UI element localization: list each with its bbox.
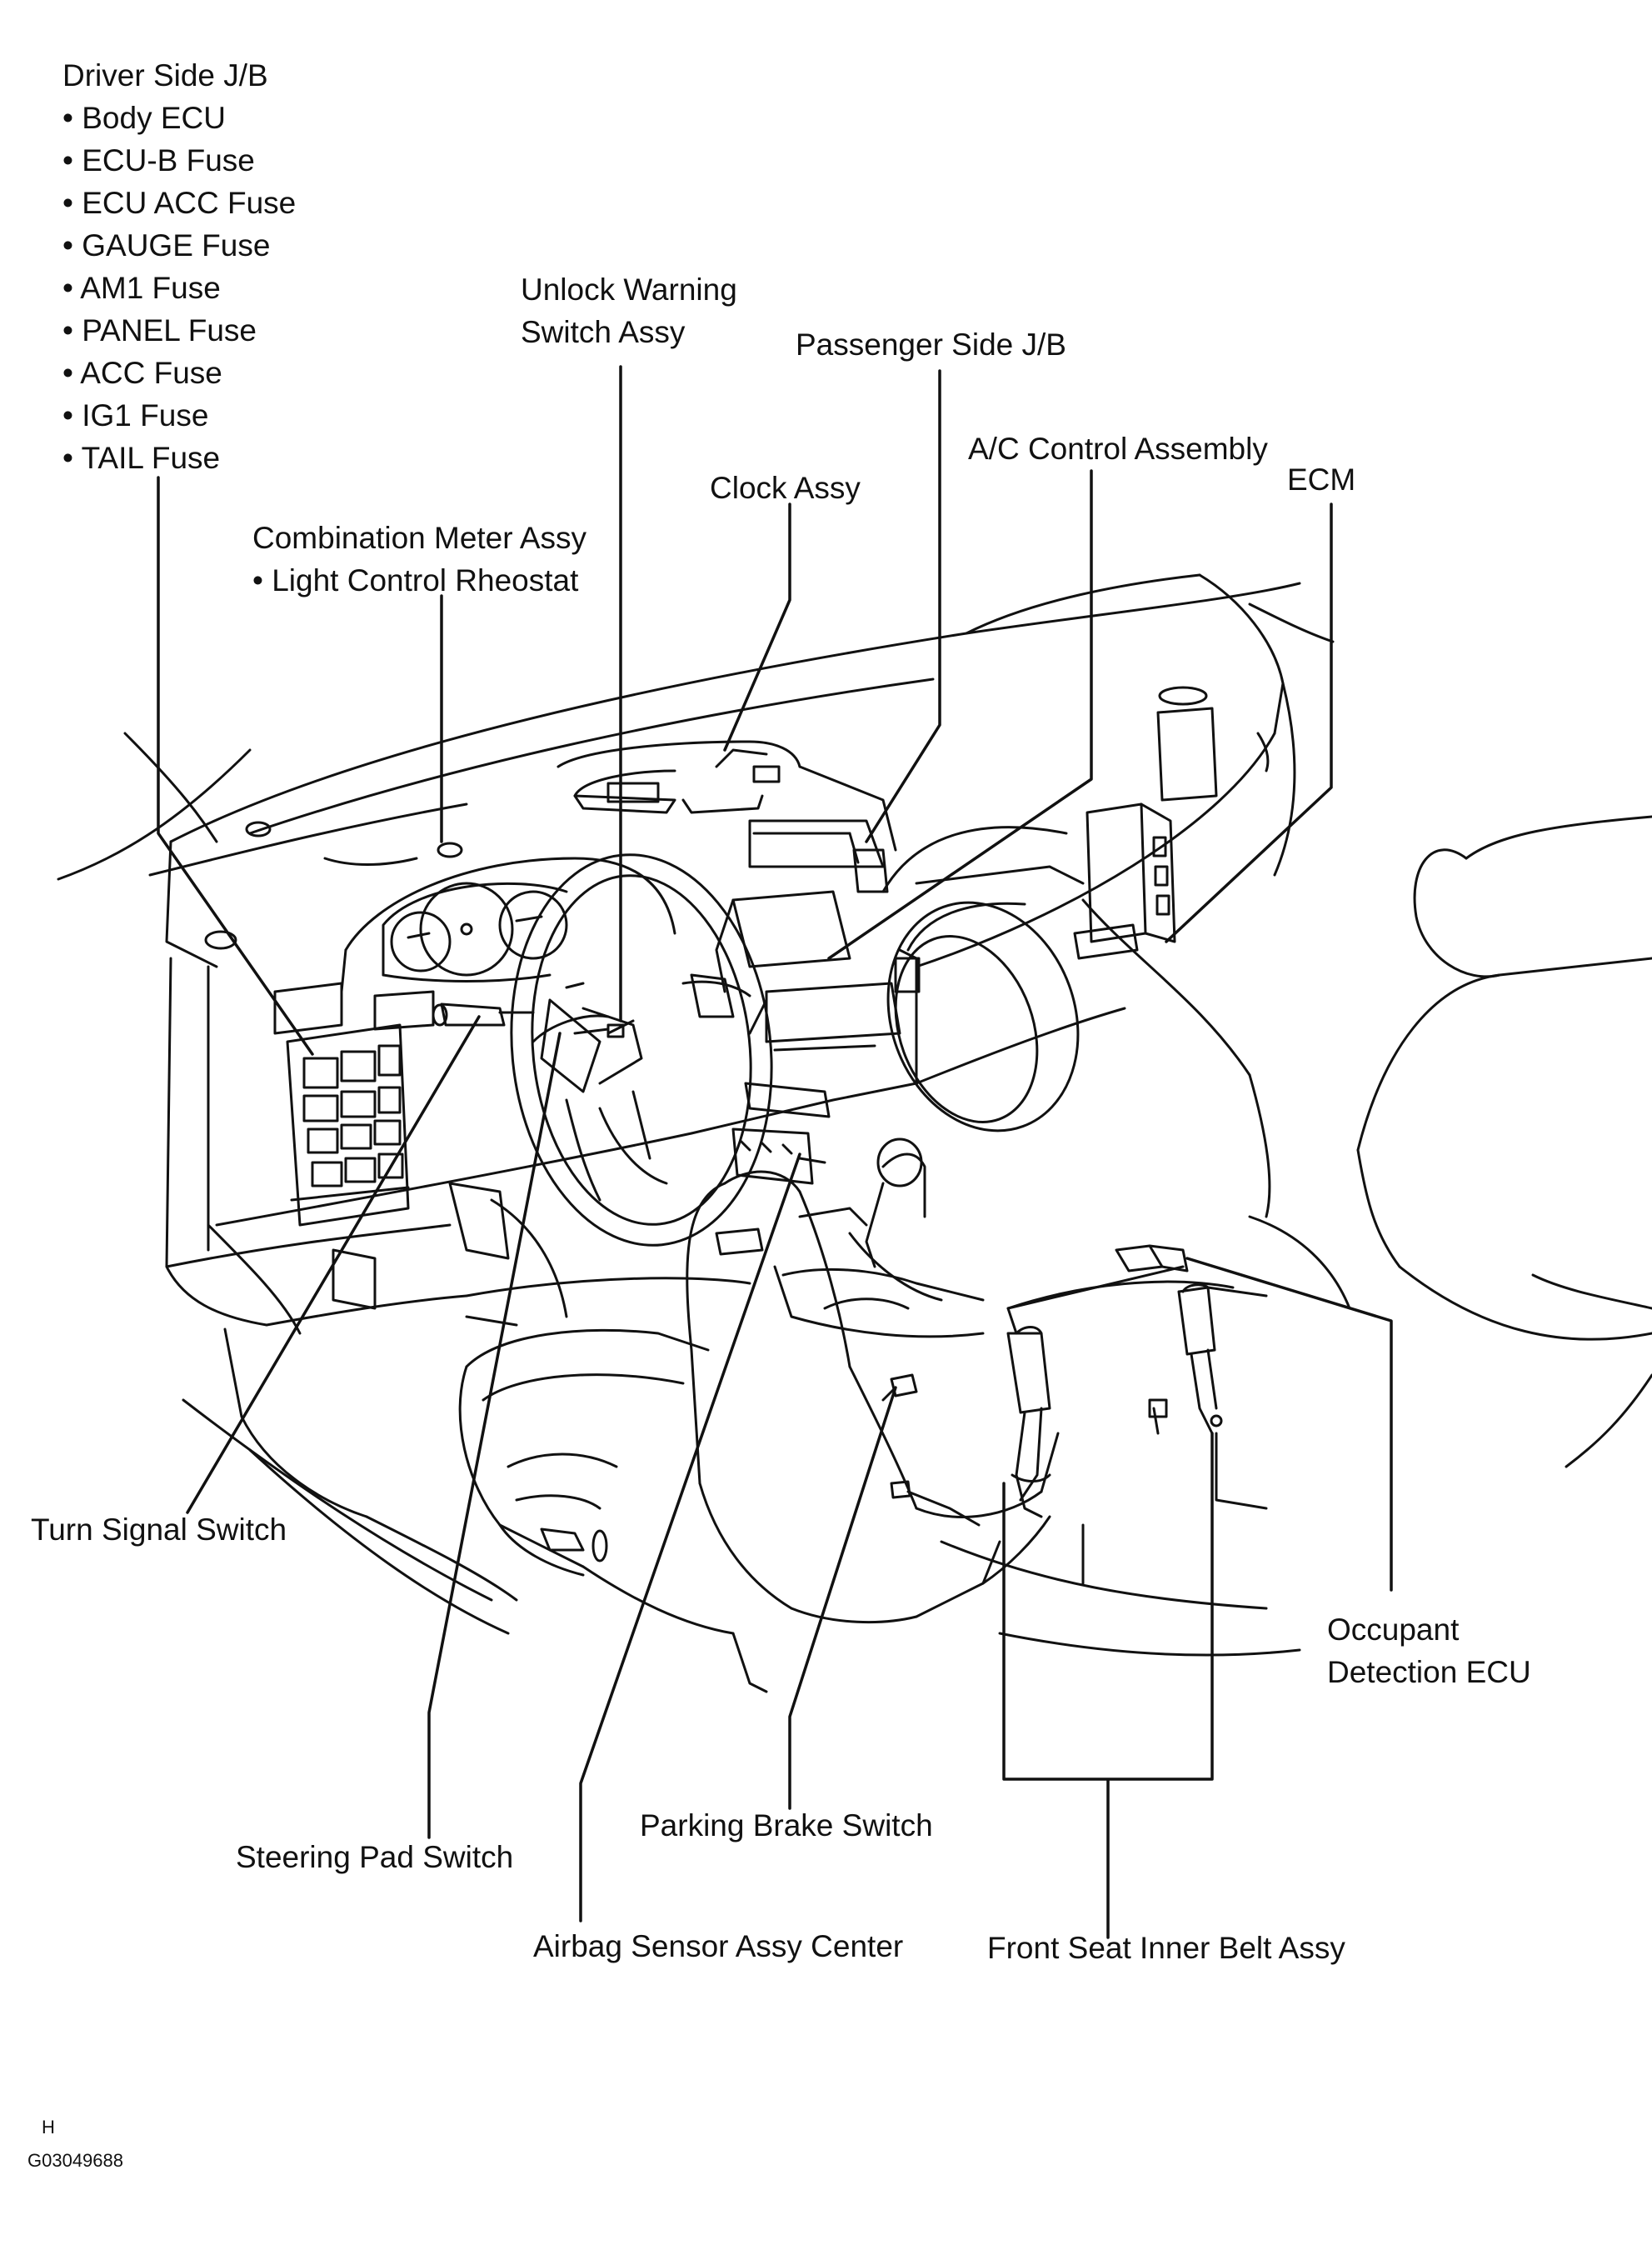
- floor-sill-drawing: [182, 1398, 1301, 1657]
- driver-jb-item: • PANEL Fuse: [62, 313, 257, 348]
- combination-meter-line1: Combination Meter Assy: [252, 521, 587, 555]
- driver-jb-item: • ECU-B Fuse: [62, 143, 255, 178]
- driver-jb-drawing: [286, 1023, 410, 1227]
- unlock-warning-label: Unlock Warning Switch Assy: [521, 268, 737, 353]
- leader-passenger-jb: [865, 369, 941, 843]
- unlock-warning-line2: Switch Assy: [521, 315, 686, 349]
- front-seat-belt-label: Front Seat Inner Belt Assy: [987, 1931, 1345, 1965]
- airbag-sensor-label: Airbag Sensor Assy Center: [533, 1929, 904, 1963]
- steering-wheel-drawing: [510, 853, 773, 1247]
- leader-front-seat-belt: [1002, 1432, 1214, 1939]
- center-console-drawing: [715, 1138, 985, 1338]
- driver-jb-item: • ECU ACC Fuse: [62, 186, 297, 220]
- figure-code: H: [42, 2117, 55, 2138]
- leader-turn-signal: [186, 1015, 481, 1514]
- leader-occupant-ecu: [1185, 1257, 1393, 1592]
- steering-pad-label: Steering Pad Switch: [236, 1840, 514, 1874]
- seat-belt-drawing: [1006, 1283, 1223, 1518]
- leader-steering-pad: [427, 1032, 561, 1839]
- parking-brake-label: Parking Brake Switch: [640, 1808, 933, 1842]
- combination-meter-drawing: [273, 842, 676, 1035]
- combination-meter-line2: • Light Control Rheostat: [252, 563, 579, 598]
- leader-ecm: [1165, 502, 1333, 943]
- driver-jb-item: • GAUGE Fuse: [62, 228, 271, 262]
- passenger-seat-drawing: [1006, 815, 1652, 1468]
- clock-label: Clock Assy: [710, 471, 861, 505]
- driver-jb-item: • TAIL Fuse: [62, 441, 221, 475]
- center-stack-drawing: [556, 740, 921, 1185]
- glovebox-drawing: [881, 826, 1271, 1218]
- leader-driver-jb: [157, 476, 314, 1056]
- driver-seat-drawing: [458, 1170, 1060, 1693]
- ecm-label: ECM: [1287, 462, 1356, 497]
- dashboard-outline: [57, 573, 1335, 968]
- turn-signal-label: Turn Signal Switch: [31, 1512, 287, 1547]
- passenger-jb-label: Passenger Side J/B: [796, 328, 1066, 362]
- passenger-jb-drawing: [915, 802, 1176, 960]
- driver-jb-item: • Body ECU: [62, 101, 226, 135]
- turn-signal-stalk-drawing: [432, 1002, 535, 1027]
- figure-id: G03049688: [27, 2150, 123, 2171]
- occupant-detection-line1: Occupant: [1327, 1612, 1460, 1647]
- driver-jb-item: • ACC Fuse: [62, 356, 222, 390]
- combination-meter-label: Combination Meter Assy • Light Control R…: [252, 517, 586, 602]
- leader-airbag-sensor: [579, 1152, 801, 1922]
- driver-jb-item: • IG1 Fuse: [62, 398, 209, 432]
- occupant-detection-label: Occupant Detection ECU: [1327, 1608, 1531, 1693]
- leader-parking-brake: [788, 1386, 897, 1810]
- leader-ac-control: [827, 469, 1093, 960]
- unlock-warning-line1: Unlock Warning: [521, 272, 737, 307]
- driver-jb-title: Driver Side J/B: [62, 58, 268, 92]
- leader-clock: [723, 502, 791, 752]
- ac-control-label: A/C Control Assembly: [968, 432, 1268, 466]
- occupant-detection-line2: Detection ECU: [1327, 1655, 1531, 1689]
- leader-lines: [157, 365, 1393, 1939]
- driver-jb-label: Driver Side J/B • Body ECU • ECU-B Fuse …: [62, 54, 296, 479]
- driver-jb-item: • AM1 Fuse: [62, 271, 221, 305]
- occupant-ecu-drawing: [881, 1244, 1268, 1527]
